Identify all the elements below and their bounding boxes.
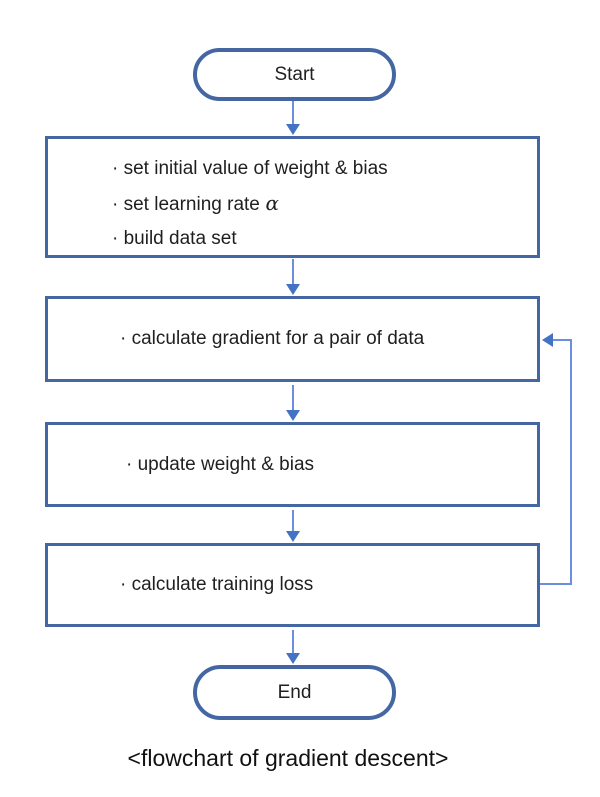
- gradient-step-label: · calculate gradient for a pair of data: [120, 328, 425, 349]
- arrow-update-to-loss: [286, 510, 300, 542]
- alpha-symbol: α: [265, 191, 279, 215]
- flowchart-caption: <flowchart of gradient descent>: [127, 745, 449, 771]
- arrow-loss-to-end: [286, 630, 300, 664]
- end-terminator: End: [193, 665, 396, 720]
- loss-step-label: · calculate training loss: [120, 574, 314, 595]
- setup-step-box: · set initial value of weight & bias · s…: [45, 136, 540, 258]
- loss-step-box: · calculate training loss: [45, 543, 540, 627]
- update-step-label: · update weight & bias: [126, 453, 315, 475]
- setup-line-dataset: · build data set: [112, 228, 237, 249]
- start-terminator: Start: [193, 48, 396, 101]
- end-label: End: [277, 681, 312, 703]
- gradient-step-box: · calculate gradient for a pair of data: [45, 296, 540, 382]
- loop-connector-loss-to-gradient: [540, 333, 572, 585]
- setup-line-weights: · set initial value of weight & bias: [112, 158, 388, 179]
- arrow-start-to-setup: [286, 101, 300, 135]
- update-step-box: · update weight & bias: [45, 422, 540, 507]
- arrow-setup-to-gradient: [286, 259, 300, 295]
- arrow-gradient-to-update: [286, 385, 300, 421]
- start-label: Start: [274, 63, 315, 85]
